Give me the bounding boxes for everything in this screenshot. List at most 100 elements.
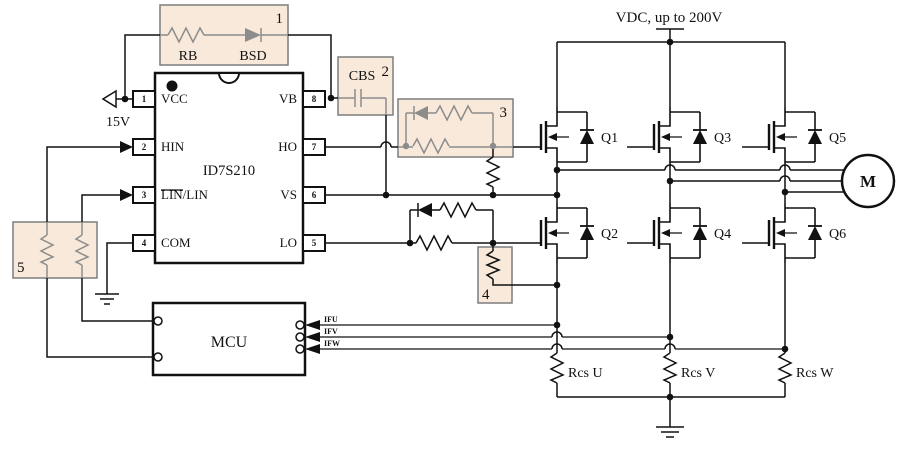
pin-number-3: 3 bbox=[142, 190, 147, 200]
ifu-arrow-icon bbox=[305, 320, 320, 330]
motor-label: M bbox=[860, 172, 876, 191]
mcu-pin-circle bbox=[153, 352, 163, 362]
hin-arrow-icon bbox=[120, 141, 133, 153]
mcu-body bbox=[151, 301, 307, 377]
label-q3: Q3 bbox=[714, 131, 731, 146]
bootstrap-resistor-diode bbox=[160, 26, 288, 44]
label-rcs-v: Rcs V bbox=[681, 366, 715, 381]
pin-box-1 bbox=[132, 90, 156, 108]
ic-body bbox=[153, 71, 305, 265]
ifw-arrow-icon bbox=[305, 344, 320, 354]
ic-block bbox=[132, 71, 326, 265]
pin-number-1: 1 bbox=[142, 94, 147, 104]
mosfet-q2 bbox=[539, 201, 596, 265]
feedback-signal-wires bbox=[305, 320, 785, 354]
callout-boxes bbox=[12, 4, 514, 304]
phase-column-wires bbox=[556, 167, 786, 353]
pin-box-5 bbox=[302, 234, 326, 252]
gate-source-resistor-high bbox=[485, 156, 501, 188]
mcu-pin-circle bbox=[295, 320, 305, 330]
callout-number-4: 4 bbox=[482, 287, 490, 303]
pin-box-3 bbox=[132, 186, 156, 204]
callout-number-1: 1 bbox=[276, 11, 284, 27]
pin-number-5: 5 bbox=[312, 238, 317, 248]
component-label-cbs: CBS bbox=[349, 69, 375, 84]
gate-resistor-high bbox=[412, 137, 450, 155]
pin-box-7 bbox=[302, 138, 326, 156]
pin-number-6: 6 bbox=[312, 190, 317, 200]
pin-number-8: 8 bbox=[312, 94, 317, 104]
input-resistor-lin bbox=[74, 234, 90, 266]
label-rcs-u: Rcs U bbox=[568, 366, 603, 381]
resistor-rb bbox=[167, 26, 205, 44]
bootstrap-capacitor bbox=[338, 89, 387, 115]
wire-hop bbox=[664, 343, 676, 350]
mosfet-q6 bbox=[742, 201, 824, 265]
label-q2: Q2 bbox=[601, 227, 618, 242]
shunt-resistor-u bbox=[549, 352, 565, 384]
motor-icon bbox=[840, 153, 896, 209]
mcu-block bbox=[151, 301, 307, 377]
com-ground-wires bbox=[95, 242, 133, 305]
callout-number-2: 2 bbox=[382, 64, 390, 80]
component-label-bsd: BSD bbox=[239, 49, 266, 64]
gate-diode-high-icon bbox=[414, 106, 428, 120]
ic-part-number: ID7S210 bbox=[203, 163, 255, 179]
lin-arrow-icon bbox=[120, 189, 133, 201]
label-q1: Q1 bbox=[601, 131, 618, 146]
pin-label-vcc: VCC bbox=[161, 91, 188, 106]
mosfet-q4 bbox=[627, 201, 709, 265]
callout-box-5 bbox=[12, 221, 98, 279]
diode-bsd-icon bbox=[245, 28, 261, 42]
junction-dots bbox=[121, 38, 789, 401]
pin-label-ho: HO bbox=[278, 139, 297, 154]
signal-label-ifw: IFW bbox=[324, 339, 340, 348]
component-label-rb: RB bbox=[179, 49, 198, 64]
vdc-label: VDC, up to 200V bbox=[616, 10, 723, 26]
input-resistor-hin bbox=[39, 234, 55, 266]
signal-label-ifv: IFV bbox=[324, 327, 338, 336]
input-filter-resistors bbox=[39, 222, 90, 278]
pin-number-4: 4 bbox=[142, 238, 147, 248]
wire-hop bbox=[551, 331, 563, 338]
pin-box-2 bbox=[132, 138, 156, 156]
pin-label-lo: LO bbox=[280, 235, 297, 250]
label-q5: Q5 bbox=[829, 131, 846, 146]
shunt-resistor-v bbox=[662, 352, 678, 384]
ho-net-wires bbox=[325, 141, 541, 195]
label-rcs-w: Rcs W bbox=[796, 366, 834, 381]
wire-hop bbox=[380, 141, 392, 148]
pin1-marker-icon bbox=[166, 80, 178, 92]
label-q4: Q4 bbox=[714, 227, 731, 242]
wire-hop bbox=[779, 175, 791, 182]
lo-net-wires bbox=[325, 201, 557, 286]
gate-drive-network-high bbox=[398, 104, 513, 155]
mosfet-q5 bbox=[742, 105, 824, 169]
ground-icon bbox=[656, 426, 684, 438]
ifv-arrow-icon bbox=[305, 332, 320, 342]
mcu-pin-circle bbox=[295, 332, 305, 342]
motor bbox=[840, 153, 896, 209]
pin-box-8 bbox=[302, 90, 326, 108]
callout-box-4 bbox=[477, 246, 513, 304]
pin-label-hin: HIN bbox=[161, 139, 185, 154]
mcu-pin-circle bbox=[153, 316, 163, 326]
callout-number-5: 5 bbox=[17, 260, 25, 276]
mosfet-q3 bbox=[627, 105, 709, 169]
mcu-pin-circle bbox=[295, 344, 305, 354]
gate-resistor-low bbox=[415, 234, 453, 252]
signal-label-ifu: IFU bbox=[324, 315, 338, 324]
supply-terminal-icon bbox=[101, 89, 117, 109]
pin-label-vs: VS bbox=[280, 187, 297, 202]
pin-box-6 bbox=[302, 186, 326, 204]
label-q6: Q6 bbox=[829, 227, 846, 242]
callout-box-2 bbox=[337, 56, 394, 116]
shunt-resistor-w bbox=[777, 352, 793, 384]
gate-diode-low-icon bbox=[418, 203, 432, 217]
pin-number-7: 7 bbox=[312, 142, 317, 152]
mcu-label: MCU bbox=[211, 334, 248, 351]
vcc-net-wires bbox=[101, 34, 332, 109]
pin-label-lin: LIN/LIN bbox=[161, 187, 209, 202]
